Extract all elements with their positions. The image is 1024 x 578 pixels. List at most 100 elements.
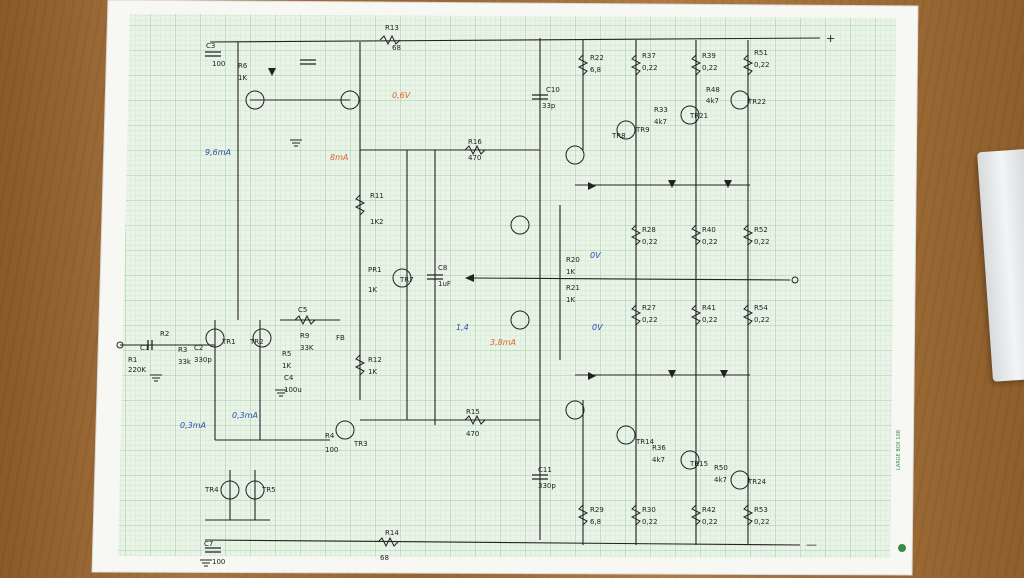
note-current-right: 3,8mA bbox=[490, 338, 516, 347]
r48-label: R48 bbox=[706, 86, 720, 94]
r51-label: R51 bbox=[754, 49, 768, 57]
r13-value: 68 bbox=[392, 44, 401, 52]
r5-label: R5 bbox=[282, 350, 291, 358]
r50-value: 4k7 bbox=[714, 476, 727, 484]
c8-value: 1uF bbox=[438, 280, 451, 288]
r41-label: R41 bbox=[702, 304, 716, 312]
c2-value: 330p bbox=[194, 356, 212, 364]
tr2-label: TR2 bbox=[249, 338, 264, 346]
fb-label: FB bbox=[336, 334, 345, 342]
r3-value: 33k bbox=[178, 358, 192, 366]
r39-label: R39 bbox=[702, 52, 716, 60]
r12-label: R12 bbox=[368, 356, 382, 364]
tr8-label: TR8 bbox=[611, 132, 626, 140]
r36-value: 4k7 bbox=[652, 456, 665, 464]
c8-label: C8 bbox=[438, 264, 447, 272]
r29-label: R29 bbox=[590, 506, 604, 514]
capacitor-symbols bbox=[147, 51, 548, 553]
tr9-label: TR9 bbox=[635, 126, 650, 134]
r14-value: 68 bbox=[380, 554, 389, 562]
handwritten-annotations: 0,6V 9,6mA 8mA 0,3mA 0,3mA 3,8mA 1,4 0V … bbox=[180, 91, 603, 430]
r48-value: 4k7 bbox=[706, 97, 719, 105]
r15-label: R15 bbox=[466, 408, 480, 416]
note-voltage-14: 1,4 bbox=[456, 323, 469, 332]
r33-label: R33 bbox=[654, 106, 668, 114]
pr1-label: PR1 bbox=[368, 266, 382, 274]
circuit-wiring bbox=[120, 37, 821, 546]
c7-label: C7 bbox=[204, 540, 213, 548]
r30-label: R30 bbox=[642, 506, 656, 514]
tr15-label: TR15 bbox=[689, 460, 708, 468]
c10-label: C10 bbox=[546, 86, 560, 94]
r28-label: R28 bbox=[642, 226, 656, 234]
r50-label: R50 bbox=[714, 464, 728, 472]
r28-value: 0,22 bbox=[642, 238, 658, 246]
r1-label: R1 bbox=[128, 356, 137, 364]
c10-value: 33p bbox=[542, 102, 556, 110]
note-current-mid: 8mA bbox=[330, 153, 348, 162]
r16-value: 470 bbox=[468, 154, 481, 162]
r39-value: 0,22 bbox=[702, 64, 718, 72]
tr1-label: TR1 bbox=[221, 338, 236, 346]
minus-rail-label: — bbox=[806, 538, 817, 551]
r21-value: 1K bbox=[566, 296, 575, 304]
r40-value: 0,22 bbox=[702, 238, 718, 246]
r13-label: R13 bbox=[385, 24, 399, 32]
tr7-label: TR7 bbox=[399, 276, 414, 284]
r9-label: R9 bbox=[300, 332, 309, 340]
tr4-label: TR4 bbox=[204, 486, 219, 494]
tr24-label: TR24 bbox=[747, 478, 767, 486]
r33-value: 4k7 bbox=[654, 118, 667, 126]
r4-value: 100 bbox=[325, 446, 338, 454]
svg-text:LARGE BOX 108: LARGE BOX 108 bbox=[896, 430, 902, 470]
r3-label: R3 bbox=[178, 346, 187, 354]
r21-label: R21 bbox=[566, 284, 580, 292]
r41-value: 0,22 bbox=[702, 316, 718, 324]
note-current-low2: 0,3mA bbox=[232, 411, 258, 420]
diode-symbols bbox=[268, 68, 732, 380]
tr3-label: TR3 bbox=[353, 440, 368, 448]
r2-label: R2 bbox=[160, 330, 169, 338]
r11-label: R11 bbox=[370, 192, 384, 200]
brand-mark-icon bbox=[898, 544, 906, 552]
r14-label: R14 bbox=[385, 529, 399, 537]
r4-label: R4 bbox=[325, 432, 335, 440]
tr22-label: TR22 bbox=[747, 98, 766, 106]
r11-value: 1K2 bbox=[370, 218, 384, 226]
resistor-symbols bbox=[294, 34, 754, 548]
r12-value: 1K bbox=[368, 368, 377, 376]
c5-label: C5 bbox=[298, 306, 307, 314]
r52-value: 0,22 bbox=[754, 238, 770, 246]
tr5-label: TR5 bbox=[261, 486, 276, 494]
r42-value: 0,22 bbox=[702, 518, 718, 526]
r27-label: R27 bbox=[642, 304, 656, 312]
r1-value: 220K bbox=[128, 366, 146, 374]
r5-value: 1K bbox=[282, 362, 291, 370]
pr1-value: 1K bbox=[368, 286, 377, 294]
note-voltage-low: 0V bbox=[592, 323, 603, 332]
c4-label: C4 bbox=[284, 374, 294, 382]
r9-value: 33K bbox=[300, 344, 314, 352]
c4-value: 100u bbox=[284, 386, 302, 394]
r30-value: 0,22 bbox=[642, 518, 658, 526]
r20-value: 1K bbox=[566, 268, 575, 276]
note-voltage-top: 0,6V bbox=[392, 91, 411, 100]
note-current-left: 9,6mA bbox=[205, 148, 231, 157]
r52-label: R52 bbox=[754, 226, 768, 234]
transistor-symbols bbox=[205, 90, 750, 500]
tr14-label: TR14 bbox=[635, 438, 655, 446]
r16-label: R16 bbox=[468, 138, 482, 146]
r29-value: 6,8 bbox=[590, 518, 601, 526]
r53-value: 0,22 bbox=[754, 518, 770, 526]
note-current-low1: 0,3mA bbox=[180, 421, 206, 430]
r6-label: R6 bbox=[238, 62, 248, 70]
r36-label: R36 bbox=[652, 444, 666, 452]
r42-label: R42 bbox=[702, 506, 716, 514]
paper-brand-logo: LARGE BOX 108 bbox=[896, 430, 902, 470]
c11-label: C11 bbox=[538, 466, 552, 474]
r53-label: R53 bbox=[754, 506, 768, 514]
output-terminal bbox=[116, 274, 799, 349]
tr21-label: TR21 bbox=[689, 112, 708, 120]
c3-label: C3 bbox=[206, 42, 215, 50]
